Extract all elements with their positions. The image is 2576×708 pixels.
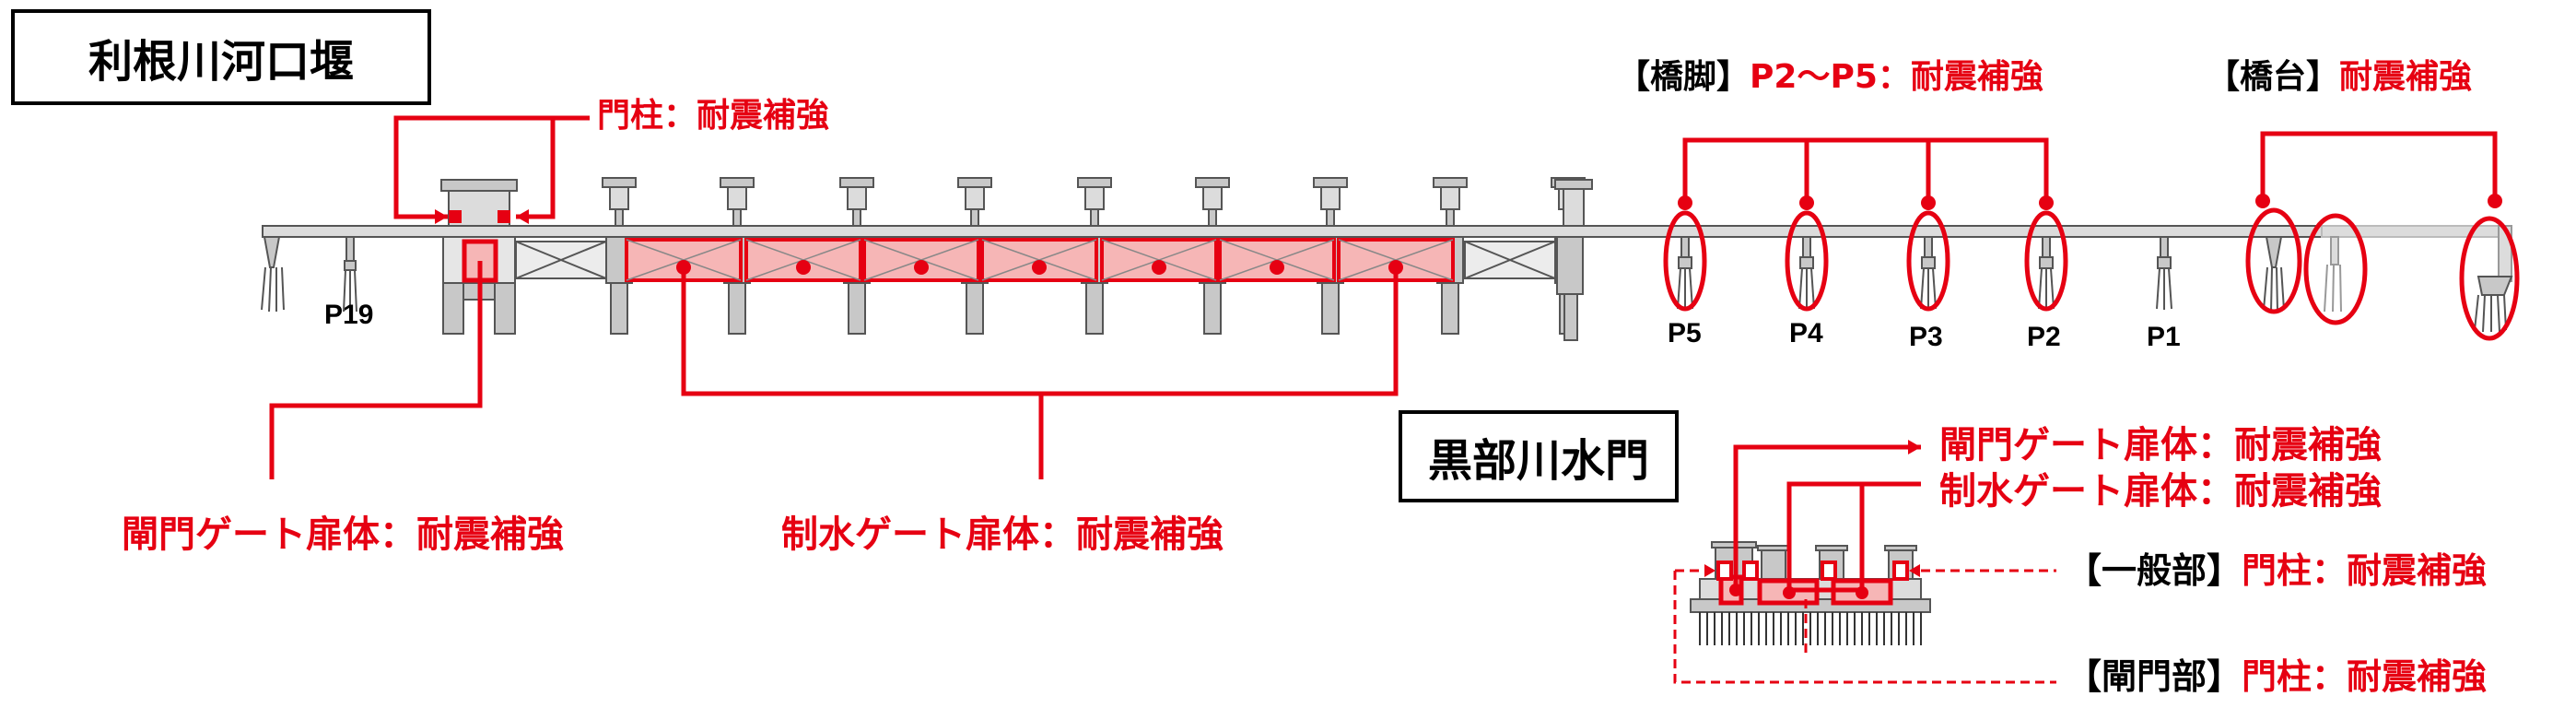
bridge-pier	[2038, 236, 2055, 310]
pier-label-p5: P5	[1668, 318, 1702, 348]
kurobe-markers	[1704, 440, 1921, 599]
pier-marker	[1799, 195, 1814, 210]
lock-gate-label: 閘門ゲート扉体：耐震補強	[122, 513, 564, 556]
kurobe-red-annotations	[1718, 444, 1921, 606]
weir-gate-leaf	[1218, 238, 1336, 282]
abutment-highlight-ellipse	[2303, 213, 2368, 325]
gray-bay-left	[515, 241, 607, 279]
pier-label-p3: P3	[1909, 322, 1943, 352]
kurobe-pillar-marker	[1716, 560, 1733, 581]
tone-weir-title: 利根川河口堰	[11, 9, 431, 105]
pier-label-text: P2～P5：耐震補強	[1750, 58, 2043, 96]
kurobe-weir-gate-label: 制水ゲート扉体：耐震補強	[1939, 470, 2382, 513]
right-abutment	[2263, 225, 2513, 333]
pier-p19	[343, 236, 357, 313]
pier-marker	[2039, 195, 2054, 210]
weir-gate-leaf	[862, 238, 980, 282]
weir-gate-label: 制水ゲート扉体：耐震補強	[781, 513, 1224, 556]
kurobe-lock-gate-label: 閘門ゲート扉体：耐震補強	[1939, 424, 2382, 466]
arrow-head	[1909, 564, 1920, 577]
weir-gate-leaf	[1100, 238, 1218, 282]
pier-label-bracket: 【橋脚】	[1617, 58, 1751, 96]
kurobe-general-label: 【一般部】門柱：耐震補強	[2067, 553, 2487, 588]
abutment-marker	[2255, 194, 2270, 208]
kurobe-gate-marker	[1856, 586, 1868, 599]
right-gate-structure	[1554, 179, 1593, 341]
red-annotations-tone	[269, 115, 2498, 479]
pier-label-p19: P19	[324, 300, 374, 330]
pier-label: 【橋脚】P2～P5：耐震補強	[1617, 61, 2043, 94]
kurobe-lock-section-text: 門柱：耐震補強	[2242, 656, 2488, 697]
kurobe-gate-marker	[1783, 586, 1796, 599]
abutment-highlight-ellipse	[2459, 216, 2520, 341]
bridge-piers	[1677, 236, 2172, 310]
bridge-pier	[1798, 236, 1815, 310]
weir-bays	[473, 177, 1586, 335]
pier-highlight-ellipse	[1663, 210, 1707, 312]
kurobe-general-text: 門柱：耐震補強	[2242, 550, 2488, 591]
bridge-deck	[262, 225, 2512, 238]
abutment-label-text: 耐震補強	[2339, 58, 2473, 96]
pier-label-p2: P2	[2027, 322, 2061, 352]
arrow-head	[516, 209, 529, 224]
kurobe-pillar-marker	[1892, 560, 1909, 581]
kurobe-lock-section-label: 【閘門部】門柱：耐震補強	[2067, 659, 2487, 694]
pier-highlight-ellipse	[1785, 210, 1829, 312]
abutment-highlight-ellipse	[2245, 207, 2302, 314]
kurobe-general-bracket: 【一般部】	[2067, 550, 2242, 591]
pier-highlight-ellipse	[2024, 210, 2068, 312]
abutment-label: 【橋台】耐震補強	[2207, 61, 2472, 94]
kurobe-pillar-marker	[1821, 560, 1837, 581]
weir-gate-leaf	[980, 238, 1098, 282]
arrow-head	[1704, 564, 1715, 577]
red-markers	[435, 194, 2520, 341]
pier-label-p1: P1	[2147, 322, 2181, 352]
arrow-head	[1908, 440, 1921, 454]
abutment-marker	[2488, 194, 2502, 208]
pier-marker	[1921, 195, 1936, 210]
arrow-head	[435, 209, 448, 224]
left-abutment	[261, 236, 285, 313]
pier-marker	[1678, 195, 1692, 210]
kurobe-pillar-marker	[1742, 560, 1759, 581]
pier-label-p4: P4	[1789, 318, 1823, 348]
pier-highlight-ellipse	[1906, 210, 1950, 312]
pillar-label: 門柱：耐震補強	[597, 97, 830, 135]
bridge-pier	[1920, 236, 1937, 310]
bridge-pier	[1677, 236, 1693, 310]
kurobe-lock-section-bracket: 【閘門部】	[2067, 656, 2242, 697]
gray-bay-right	[1464, 241, 1556, 279]
bridge-pier	[2156, 236, 2172, 310]
abutment-label-bracket: 【橋台】	[2207, 58, 2340, 96]
kurobe-lock-marker	[1729, 584, 1742, 596]
weir-gate-leaf	[744, 238, 862, 282]
kurobe-gate-title: 黒部川水門	[1399, 410, 1679, 502]
